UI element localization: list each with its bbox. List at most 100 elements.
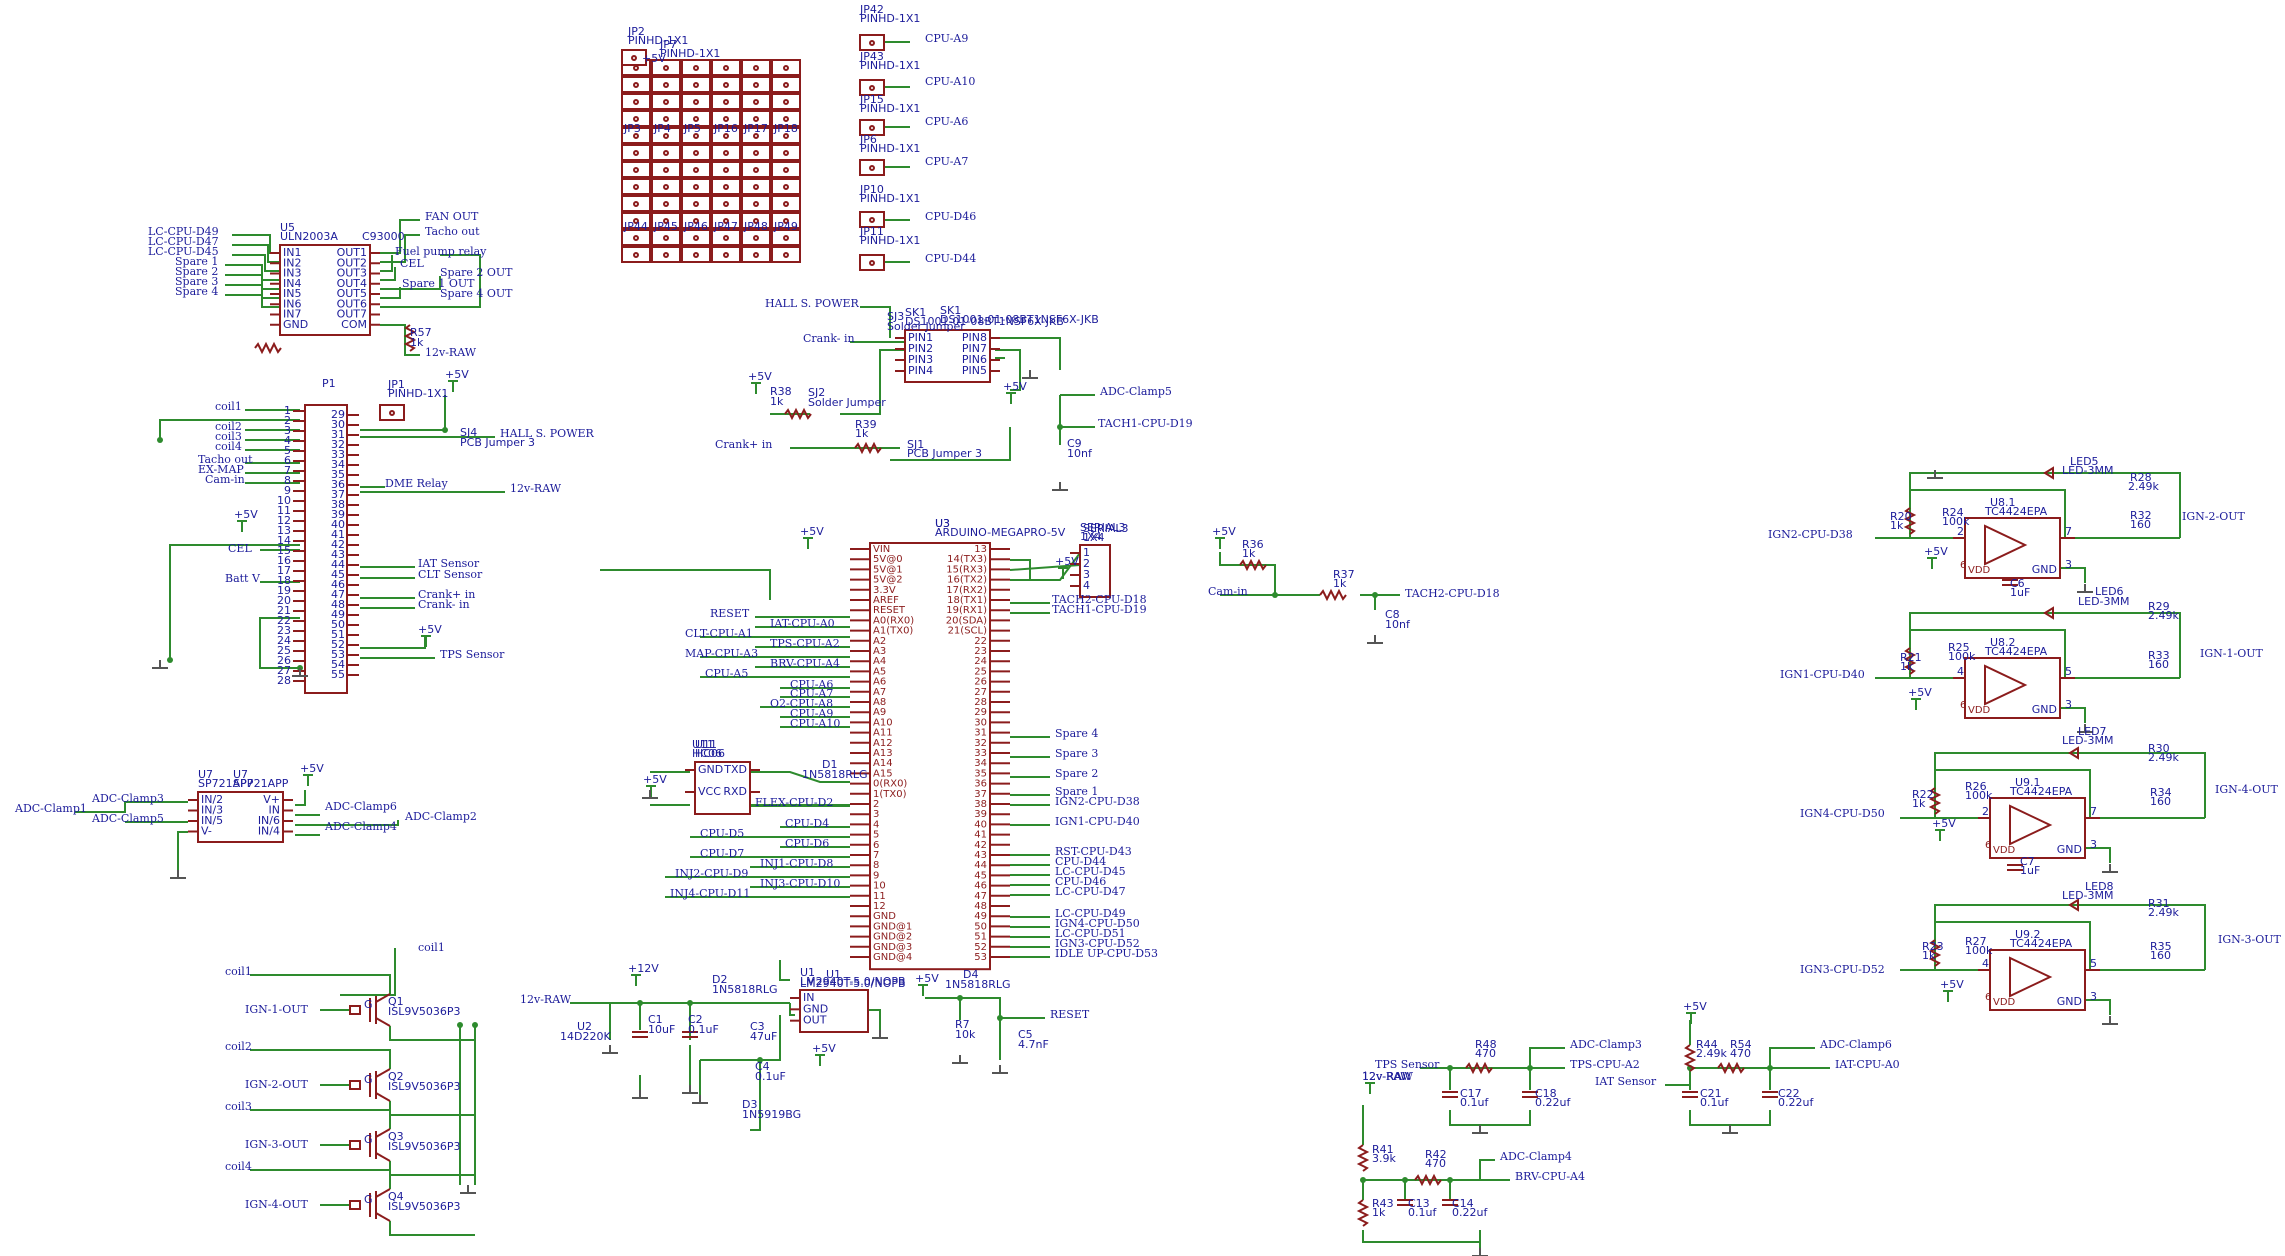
part-ref-text: 0.1uf (1460, 1096, 1489, 1109)
part-ref-text: 10nf (1385, 618, 1411, 631)
ic-ref-text: SERIAL3 (1080, 521, 1125, 534)
wire (1689, 1110, 1771, 1126)
junction-dot (167, 657, 173, 663)
ic-pin-label: IN/2 (201, 793, 223, 806)
header-ref-text: JP45 (653, 220, 678, 233)
wire (232, 254, 280, 272)
part-ref-text: D4 (963, 968, 978, 981)
ground-symbol (872, 1030, 888, 1039)
pin-header-pin (693, 82, 699, 88)
part-ref-text: SJ4 (460, 426, 477, 439)
pin-header-pin (633, 133, 639, 139)
wire (389, 1101, 475, 1116)
ic-pin-label: 52 (974, 942, 987, 953)
ic-pin-label: VDD (1993, 845, 2016, 856)
part-ref-text: PINHD-1X1 (388, 387, 448, 400)
pin-header-pin (693, 65, 699, 71)
ic-pin-label: PIN3 (908, 353, 933, 366)
header-ref-text: JP11 (859, 225, 884, 238)
net-label-text: Cam-in (205, 473, 245, 486)
ic-ref-text: U3 (935, 517, 950, 530)
net-label-text: CPU-D46 (925, 210, 976, 223)
ic-body (904, 329, 991, 383)
header-ref-text: PINHD-1X1 (860, 102, 920, 115)
net-label-text: 12v-RAW (510, 482, 562, 495)
net-label-text: FLEX-CPU-D2 (755, 796, 833, 809)
net-label-text: CPU-A10 (790, 717, 840, 730)
pin-header-pin (783, 133, 789, 139)
ground-symbol (1722, 1125, 1738, 1134)
net-label-text: RESET (710, 607, 750, 620)
pin-header (741, 246, 771, 263)
ic-pin-label: PIN1 (908, 331, 933, 344)
wire (389, 1026, 475, 1041)
part-ref-text: C4 (755, 1060, 770, 1073)
net-label-text: LC-CPU-D45 (148, 245, 219, 258)
pin-header-pin (663, 65, 669, 71)
connector-pin-label: 44 (331, 558, 345, 571)
igbt-collector (375, 993, 391, 1003)
ic-pin-label: A4 (873, 656, 886, 667)
resistor (854, 441, 882, 455)
ic-pin-label: 31 (974, 728, 987, 739)
pin-header (771, 76, 801, 93)
wire (75, 801, 188, 813)
part-ref-text: LED-3MM (2062, 464, 2114, 477)
part-ref-text: R25 (1948, 641, 1970, 654)
wire (995, 337, 1061, 370)
ic-pin-label: 44 (974, 860, 987, 871)
pin-header-pin (869, 85, 875, 91)
part-ref-text: 160 (2150, 795, 2171, 808)
ic-pin-label: 19(RX1) (946, 605, 987, 616)
net-label-text: TPS Sensor (440, 648, 505, 661)
pin-header (741, 110, 771, 127)
part-ref-text: 1k (1912, 797, 1926, 810)
part-ref-text: 1N5818RLG (712, 983, 778, 996)
power-rail-text: +5V (1940, 978, 1964, 991)
power-rail-text: +5V (1908, 686, 1932, 699)
part-ref-text: R35 (2150, 940, 2172, 953)
ic-u11 (685, 761, 760, 815)
ic-pin-label: VDD (1968, 565, 1991, 576)
connector-pin-label: 50 (331, 618, 345, 631)
part-ref-text: PCB Jumper 3 (907, 447, 982, 460)
header-ref-text: JP49 (773, 220, 798, 233)
ic-arduino-mega (850, 542, 1010, 971)
net-label-text: LC-CPU-D49 (1055, 907, 1126, 920)
part-ref-text: 1k (410, 336, 424, 349)
wire (360, 637, 426, 649)
pin-header (651, 110, 681, 127)
capacitor (1442, 1199, 1458, 1206)
net-label-text: Batt V (225, 572, 261, 585)
net-label-text: IGN-3-OUT (245, 1138, 308, 1151)
pin-header (711, 93, 741, 110)
net-label-text: coil3 (215, 430, 242, 443)
ic-body (799, 989, 869, 1033)
net-label-text: CPU-D46 (1055, 875, 1106, 888)
connector-pin-label: 42 (331, 538, 345, 551)
pin-header-pin (723, 65, 729, 71)
pin-header (711, 161, 741, 178)
ic-pin-label: GND (2032, 703, 2057, 716)
part-ref-text: R37 (1333, 568, 1355, 581)
ic-pin-label: OUT2 (337, 256, 367, 269)
net-label-text: Spare 3 (1055, 747, 1098, 760)
pin-header-pin (633, 252, 639, 258)
part-ref-text: 1k (1900, 660, 1914, 673)
wire (750, 771, 850, 783)
pin-header (711, 246, 741, 263)
junction-dot (1272, 592, 1278, 598)
ic-pin-label: OUT4 (337, 277, 367, 290)
header-ref-text: JP18 (773, 122, 798, 135)
ic-pin-label: 3 (2090, 990, 2097, 1003)
ground-symbol (2077, 584, 2093, 593)
wire (1420, 1047, 1565, 1069)
ic-pin-label: 0(RX0) (873, 779, 907, 790)
part-ref-text: R30 (2148, 742, 2170, 755)
ic-pin-label: A5 (873, 666, 886, 677)
connector-pin-label: 18 (277, 574, 291, 587)
power-rail-text: +5V (300, 762, 324, 775)
net-label-text: RST-CPU-D43 (1055, 845, 1132, 858)
part-ref-text: 100k (1942, 515, 1970, 528)
pin-header (681, 76, 711, 93)
